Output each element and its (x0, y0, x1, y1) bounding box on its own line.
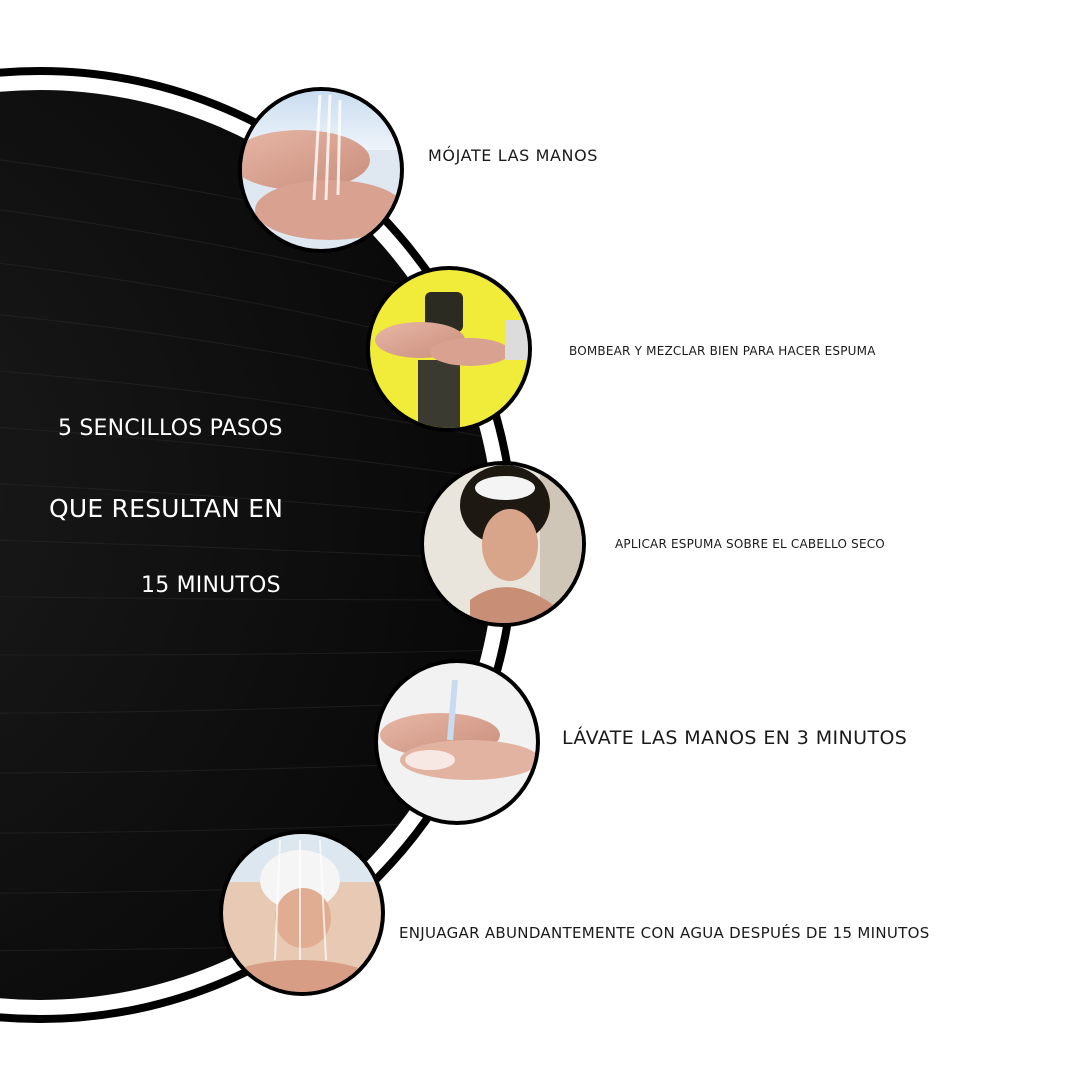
step-5-label: ENJUAGAR ABUNDANTEMENTE CON AGUA DESPUÉS… (399, 924, 930, 942)
step-3-label: APLICAR ESPUMA SOBRE EL CABELLO SECO (615, 537, 885, 551)
step-2-label: BOMBEAR Y MEZCLAR BIEN PARA HACER ESPUMA (569, 344, 876, 358)
headline-line-3: 15 MINUTOS (141, 573, 281, 598)
wash-hands-photo (374, 659, 540, 825)
rinse-hair-photo (219, 830, 385, 996)
step-1-label: MÓJATE LAS MANOS (428, 146, 599, 165)
hair-disc (0, 90, 495, 1000)
apply-foam-hair-photo (420, 461, 586, 627)
headline-line-1: 5 SENCILLOS PASOS (58, 416, 283, 441)
step-4-label: LÁVATE LAS MANOS EN 3 MINUTOS (562, 727, 908, 749)
headline-line-2: QUE RESULTAN EN (49, 494, 284, 523)
pump-foam-photo (366, 266, 532, 432)
